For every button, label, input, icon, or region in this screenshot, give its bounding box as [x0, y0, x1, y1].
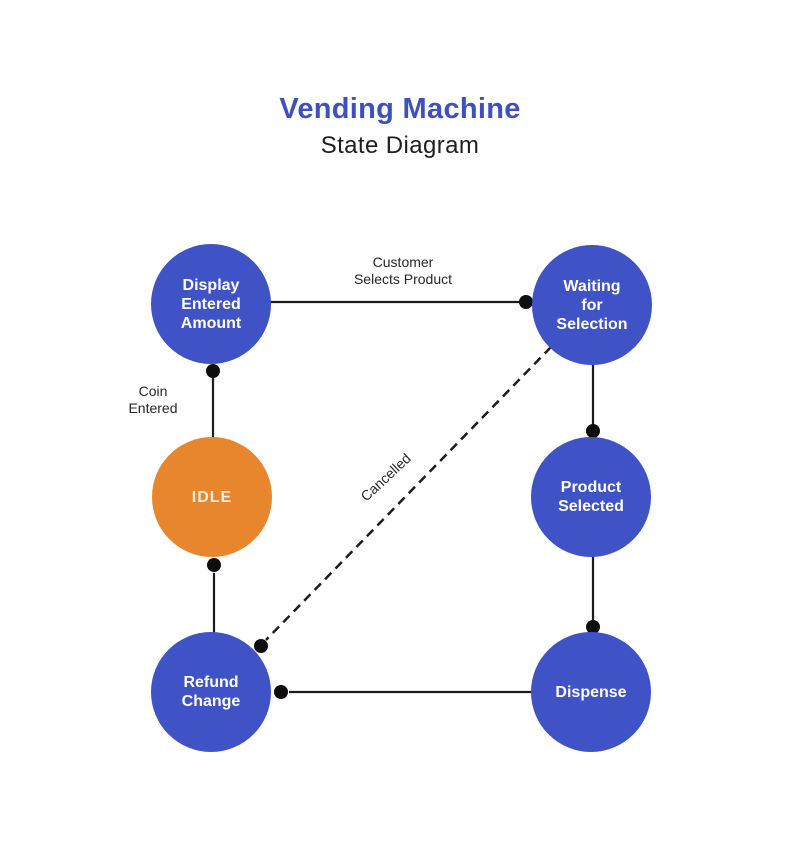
- state-label-refund-change: Refund Change: [181, 674, 241, 710]
- state-node-waiting-for-selection: Waiting for Selection: [532, 245, 652, 365]
- arrow-dot-refund-to-idle: [207, 558, 221, 572]
- arrow-dot-waiting-to-product: [586, 424, 600, 438]
- edge-cancelled-dashed: [265, 346, 552, 641]
- state-label-display-entered-amount: Display Entered Amount: [180, 276, 242, 332]
- state-node-refund-change: Refund Change: [151, 632, 271, 752]
- state-label-idle: IDLE: [191, 488, 233, 506]
- arrow-dot-idle-to-display: [206, 364, 220, 378]
- state-node-product-selected: Product Selected: [531, 437, 651, 557]
- state-node-display-entered-amount: Display Entered Amount: [151, 244, 271, 364]
- state-label-product-selected: Product Selected: [558, 479, 624, 515]
- state-node-dispense: Dispense: [531, 632, 651, 752]
- arrow-dot-dispense-to-refund: [274, 685, 288, 699]
- state-node-idle: IDLE: [152, 437, 272, 557]
- diagram-title: Vending Machine: [279, 93, 521, 125]
- arrow-dot-display-to-waiting: [519, 295, 533, 309]
- edge-label-coin-entered: Coin Entered: [128, 383, 178, 416]
- diagram-subtitle: State Diagram: [320, 132, 480, 159]
- edge-label-cancelled: Cancelled: [357, 450, 414, 505]
- edge-label-customer-selects-product: Customer Selects Product: [353, 254, 453, 287]
- arrow-dot-cancelled: [254, 639, 268, 653]
- state-label-dispense: Dispense: [555, 683, 627, 701]
- state-label-waiting-for-selection: Waiting for Selection: [556, 277, 628, 333]
